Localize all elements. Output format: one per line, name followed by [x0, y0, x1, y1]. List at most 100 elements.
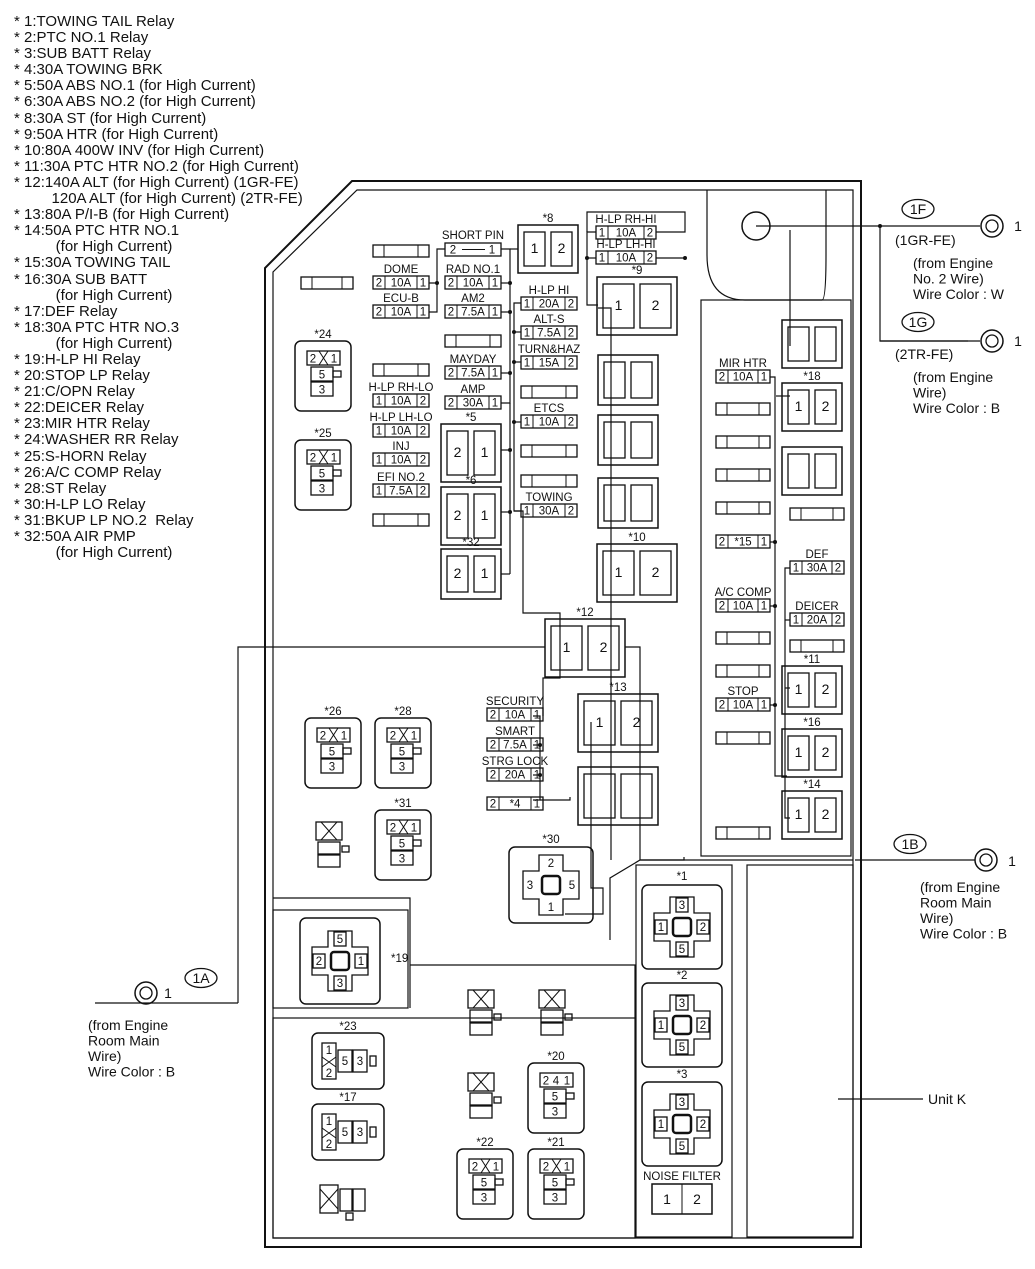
empty-fuse-slot [715, 501, 771, 515]
legend-item: * 31:BKUP LP NO.2 Relay [14, 511, 194, 529]
legend-item: 120A ALT (for High Current) (2TR-FE) [14, 190, 303, 208]
relay-pin: 1 [658, 922, 664, 934]
relay-pin: 1 [331, 354, 337, 366]
relay-pin: 1 [564, 1076, 570, 1088]
relay-pin: 2 [316, 956, 322, 968]
relay-cross [321, 1056, 337, 1068]
relay-pin: 3 [319, 385, 325, 397]
fuse-pin: 2 [719, 372, 725, 384]
socket-cell [352, 1188, 366, 1212]
relay-pin: 2 [320, 731, 326, 743]
fuse-pin: 2 [490, 770, 496, 782]
fuse-pin: 2 [420, 455, 426, 467]
fuse-rating: 30A [539, 506, 560, 518]
fuse-body [372, 423, 430, 438]
empty-fusible-link [577, 766, 659, 826]
cell [603, 484, 626, 522]
fuse-pin: 2 [835, 563, 841, 575]
body [781, 319, 843, 369]
legend-item: * 12:140A ALT (for High Current) (1GR-FE… [14, 173, 299, 191]
fusible-link-body [544, 618, 626, 678]
legend-item: * 5:50A ABS NO.1 (for High Current) [14, 77, 256, 95]
fuse-body [372, 452, 430, 467]
relay-cell [310, 480, 334, 496]
fuse-rating: 20A [807, 615, 828, 627]
fuse-body [520, 414, 578, 429]
fuse-name: H-LP HI [529, 285, 570, 297]
empty-fuse-slot [715, 826, 771, 840]
empty-fusible-link [597, 354, 659, 406]
empty-fuse-slot [372, 244, 430, 258]
relay-core [671, 916, 693, 938]
relay-pin: 3 [679, 900, 685, 912]
connector-pin: 1 [1014, 218, 1022, 234]
relay-pin: 3 [337, 978, 343, 990]
fuse-body [372, 275, 430, 290]
relay-pin: 1 [358, 956, 364, 968]
fuse-rating: 7.5A [461, 307, 485, 319]
relay-cross-outline [653, 994, 711, 1056]
noise-filter-pin: 1 [663, 1191, 671, 1207]
fuse-name: DEF [806, 549, 829, 561]
relay-pin: 3 [679, 1097, 685, 1109]
fuse-rating: 10A [391, 455, 412, 467]
cell [814, 453, 837, 489]
relay-tag: *20 [547, 1051, 564, 1063]
relay-pin: 2 [390, 823, 396, 835]
relay-cell [654, 1116, 668, 1132]
relay-tab [565, 1178, 575, 1186]
relay-pin: 3 [527, 880, 533, 892]
relay-tab [565, 1092, 575, 1100]
relay-tag: *30 [542, 834, 559, 846]
relay-pin: 3 [357, 1127, 363, 1139]
legend-item: * 28:ST Relay [14, 479, 107, 497]
relay-cell [390, 758, 414, 774]
relay-core [671, 1113, 693, 1135]
fuse-rating: 15A [539, 358, 560, 370]
legend-item: * 2:PTC NO.1 Relay [14, 29, 149, 47]
body [597, 354, 659, 406]
fusible-link-cell [814, 735, 837, 771]
slot-body [789, 639, 845, 653]
relay-cell [312, 953, 326, 969]
relay-pin: 1 [658, 1020, 664, 1032]
slot-body [715, 402, 771, 416]
fuse-rating: *15 [734, 537, 751, 549]
fuse-pin: 2 [448, 368, 454, 380]
relay-pin: 2 [700, 922, 706, 934]
empty-fuse-slot [715, 664, 771, 678]
relay-pin: 2 [390, 731, 396, 743]
fuse-pin: 1 [492, 398, 498, 410]
fuse-rating: 10A [733, 372, 754, 384]
relay-cell [696, 1017, 710, 1033]
fuse-name: H-LP LH-HI [596, 239, 655, 251]
junction-dot [773, 703, 777, 707]
fuse-pin: 1 [492, 278, 498, 290]
relay-body [641, 982, 723, 1068]
relay-cell [675, 1039, 689, 1055]
fuse-body [372, 483, 430, 498]
fuse-body [595, 225, 657, 240]
relay-cell [333, 975, 347, 991]
fusible-link-body [440, 548, 502, 600]
fuse-pin: 1 [524, 328, 530, 340]
fusible-link-pin: 2 [454, 507, 462, 523]
connector-note: Room Main [920, 895, 992, 911]
relay-tag: *19 [391, 953, 408, 965]
connector-note: No. 2 Wire) [913, 271, 984, 287]
relay-cross-outline [522, 854, 580, 916]
slot-body [520, 385, 578, 399]
fusible-link-pin: 1 [531, 240, 539, 256]
fuse-pin: 2 [420, 426, 426, 438]
